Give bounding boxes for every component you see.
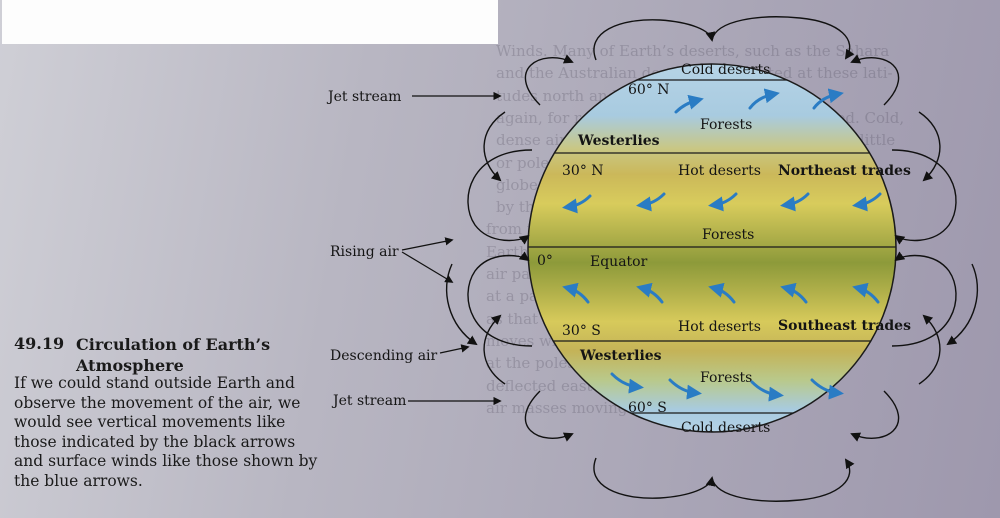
arrow-jet-sw (524, 390, 574, 442)
wind-arrow-westerly-s-2 (668, 378, 702, 400)
wind-arrow-se-trade-1 (562, 282, 590, 304)
wind-arrow-se-trade-3 (708, 282, 736, 304)
equator-label: Equator (590, 254, 648, 270)
figure-caption-text: If we could stand outside Earth and obse… (14, 374, 318, 490)
arrow-rising-w-n (483, 111, 506, 182)
wind-arrow-ne-trade-1 (562, 194, 592, 214)
arrow-rising-e-s (918, 314, 941, 385)
hot-deserts-north-label: Hot deserts (678, 163, 761, 179)
wind-arrow-ne-trade-2 (636, 192, 666, 212)
westerlies-north-label: Westerlies (577, 133, 660, 149)
latitude-30n-label: 30° N (562, 163, 604, 179)
figure-title: Circulation of Earth’s Atmosphere (76, 335, 271, 375)
wind-arrow-westerly-n-1 (674, 94, 704, 114)
arrow-ferrel-w-s (467, 251, 533, 347)
surface-winds (562, 88, 882, 402)
wind-arrow-westerly-n-3 (812, 88, 844, 110)
arrow-descending-e (946, 263, 979, 346)
arrow-rising-e-n (918, 111, 941, 182)
rising-air-label: Rising air (330, 244, 399, 260)
arrow-ferrel-w-n (467, 149, 533, 245)
globe-outline (527, 63, 897, 433)
latitude-30s-label: 30° S (562, 323, 601, 339)
latitude-0-label: 0° (537, 253, 553, 269)
forests-equator-label: Forests (702, 227, 754, 243)
arrow-polar-cell-nw (593, 19, 716, 61)
wind-arrow-westerly-n-2 (748, 88, 780, 110)
wind-arrow-westerly-s-3 (750, 380, 784, 402)
westerlies-south-label: Westerlies (579, 348, 662, 364)
southeast-trades-label: Southeast trades (778, 318, 911, 334)
wind-arrow-se-trade-4 (780, 282, 808, 304)
cold-deserts-north-label: Cold deserts (681, 62, 770, 78)
arrow-jet-nw (524, 54, 574, 106)
arrow-polar-cell-sw (593, 457, 716, 499)
wind-arrow-se-trade-5 (852, 282, 880, 304)
wind-arrow-se-trade-2 (636, 282, 664, 304)
northeast-trades-label: Northeast trades (778, 163, 911, 179)
latitude-60n-label: 60° N (628, 82, 670, 98)
callout-leaders (401, 91, 502, 406)
arrow-polar-cell-ne (711, 16, 855, 60)
arrow-descending-w (445, 263, 478, 346)
latitude-60s-label: 60° S (628, 400, 667, 416)
arrow-rising-w-s (483, 314, 506, 385)
wind-arrow-westerly-s-1 (610, 372, 644, 394)
arrow-jet-ne (850, 54, 900, 106)
cold-deserts-south-label: Cold deserts (681, 420, 770, 436)
arrow-polar-cell-se (711, 458, 855, 502)
arrow-ferrel-e-n (891, 149, 957, 245)
hot-deserts-south-label: Hot deserts (678, 319, 761, 335)
wind-arrow-ne-trade-3 (708, 192, 738, 212)
forests-north-label: Forests (700, 117, 752, 133)
jet-stream-top-label: Jet stream (326, 89, 401, 105)
wind-arrow-ne-trade-5 (852, 192, 882, 212)
forests-south-label: Forests (700, 370, 752, 386)
globe (528, 64, 896, 432)
descending-air-label: Descending air (330, 348, 438, 364)
arrow-ferrel-e-s (891, 251, 957, 347)
wind-arrow-ne-trade-4 (780, 192, 810, 212)
blank-box (2, 0, 498, 44)
wind-arrow-westerly-s-4 (810, 378, 844, 400)
jet-stream-bottom-label: Jet stream (331, 393, 406, 409)
arrow-jet-se (850, 390, 900, 442)
figure-number: 49.19 (14, 334, 65, 353)
circulation-cells (445, 16, 979, 502)
